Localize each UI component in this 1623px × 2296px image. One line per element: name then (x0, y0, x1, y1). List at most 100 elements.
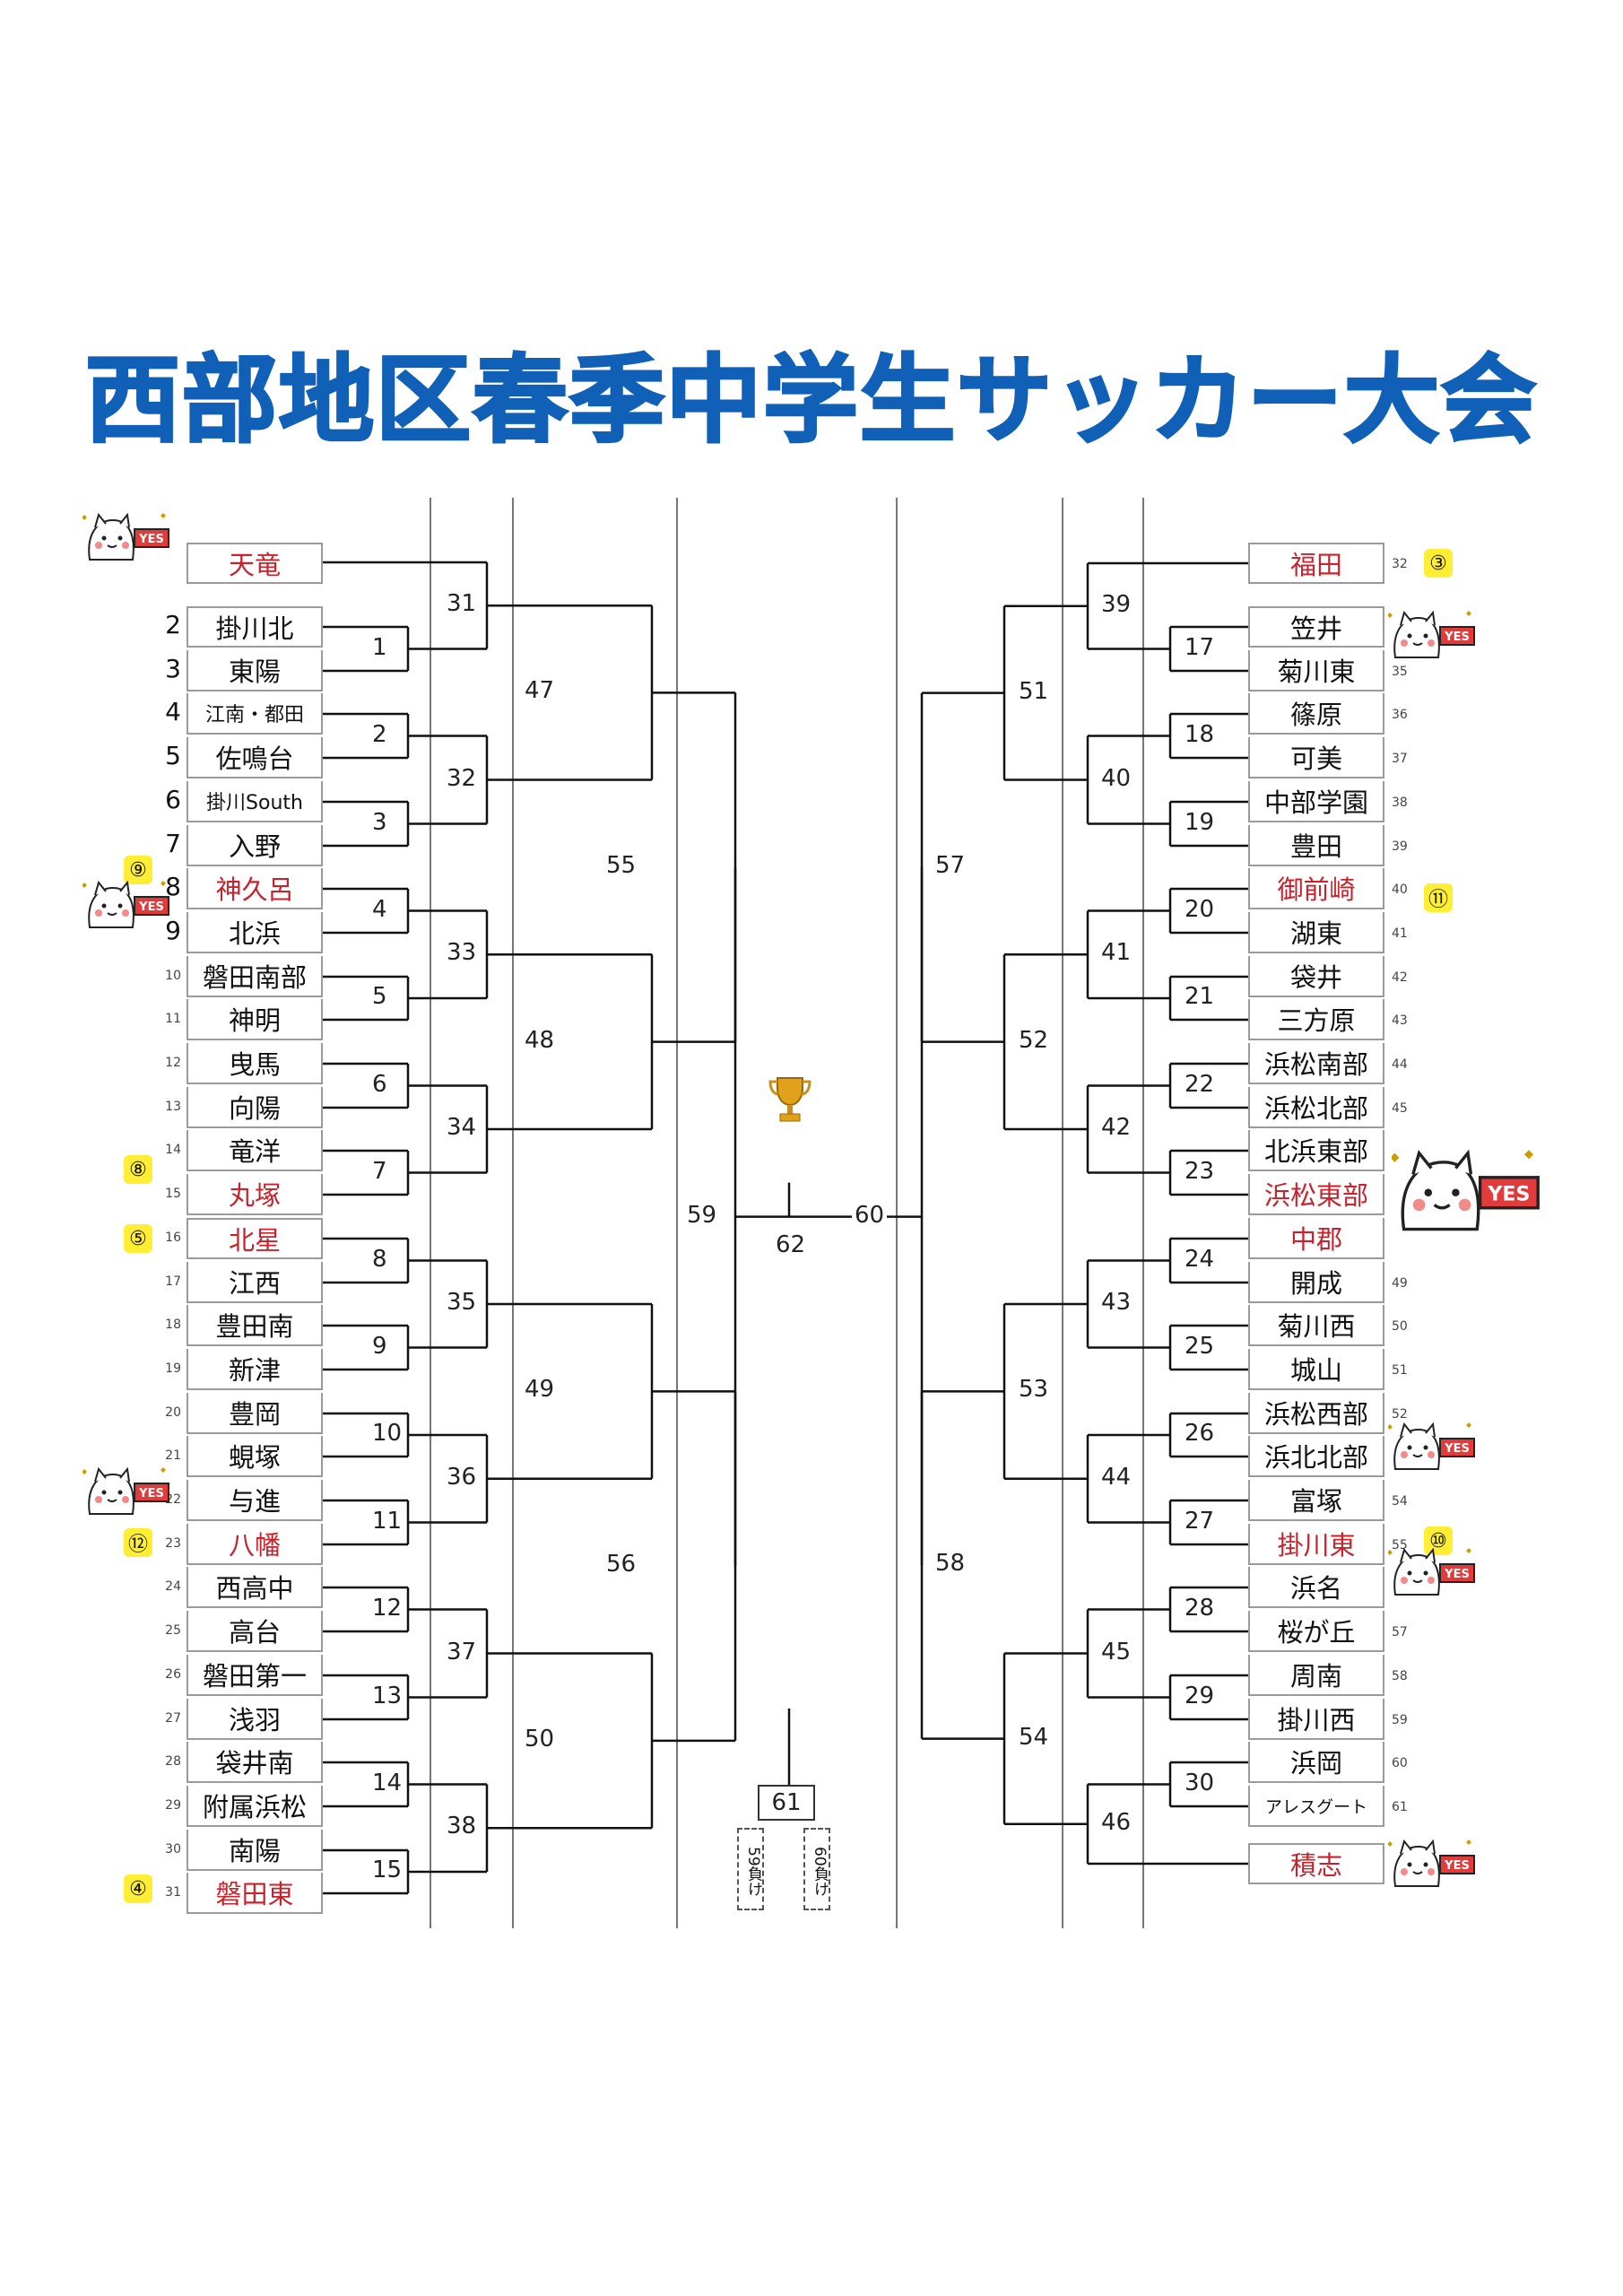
seed-number: 13 (149, 1100, 181, 1114)
team-box: アレスグート (1248, 1786, 1384, 1827)
match-number: 18 (1182, 721, 1217, 748)
match-number: 50 (522, 1726, 557, 1752)
team-box: 菊川東 (1248, 650, 1384, 691)
seed-number: 19 (149, 1361, 181, 1376)
match-number: 35 (444, 1289, 479, 1316)
seed-number: 60 (1392, 1756, 1408, 1770)
match-number: 44 (1098, 1464, 1133, 1491)
match-number: 11 (369, 1508, 404, 1535)
match-number: 4 (369, 896, 390, 923)
team-box: 中郡 (1248, 1218, 1384, 1259)
match-number: 36 (444, 1464, 479, 1491)
match-number: 17 (1182, 634, 1217, 661)
svg-text:YES: YES (1444, 1859, 1470, 1873)
team-box: 浜名 (1248, 1567, 1384, 1608)
team-box: 掛川北 (187, 606, 323, 648)
team-box: 神明 (187, 999, 323, 1040)
team-box: 袋井南 (187, 1742, 323, 1783)
trophy-icon (767, 1074, 813, 1130)
team-box: 浜北北部 (1248, 1436, 1384, 1477)
team-box: 与進 (187, 1480, 323, 1521)
team-box: 江南・都田 (187, 693, 323, 735)
seed-number: 41 (1392, 926, 1408, 941)
match-number: 45 (1098, 1639, 1133, 1665)
svg-text:YES: YES (138, 900, 164, 914)
match-number: 19 (1182, 809, 1217, 836)
seed-number: 40 (1392, 883, 1408, 897)
team-box: 蜆塚 (187, 1436, 323, 1477)
team-box: 豊岡 (187, 1393, 323, 1434)
team-box: 磐田東 (187, 1873, 323, 1914)
team-box: 湖東 (1248, 912, 1384, 953)
match-number: 24 (1182, 1246, 1217, 1273)
match-number: 56 (603, 1551, 638, 1578)
cat-yes-icon: YES (82, 508, 172, 574)
seed-number: 11 (149, 1012, 181, 1026)
team-box: 天竜 (187, 543, 323, 584)
semi-left-number: 59 (684, 1202, 719, 1229)
seed-number: 45 (1392, 1101, 1408, 1116)
team-box: 富塚 (1248, 1480, 1384, 1521)
team-box: 竜洋 (187, 1130, 323, 1171)
team-box: 積志 (1248, 1843, 1384, 1884)
team-box: 向陽 (187, 1087, 323, 1128)
seed-number: 23 (149, 1536, 181, 1551)
team-box: 附属浜松 (187, 1786, 323, 1827)
seed-highlight-badge: ④ (124, 1874, 152, 1903)
team-box: 東陽 (187, 650, 323, 691)
team-box: 篠原 (1248, 693, 1384, 735)
match-number: 52 (1016, 1027, 1051, 1054)
match-number: 53 (1016, 1376, 1051, 1403)
team-box: 浜松南部 (1248, 1043, 1384, 1084)
team-box: 江西 (187, 1262, 323, 1303)
cat-yes-icon: YES (1388, 1417, 1478, 1483)
team-box: 浜松東部 (1248, 1174, 1384, 1215)
match-number: 37 (444, 1639, 479, 1665)
seed-number: 43 (1392, 1013, 1408, 1028)
seed-highlight-badge: ⑧ (124, 1155, 152, 1184)
seed-number: 31 (149, 1885, 181, 1900)
team-box: 御前崎 (1248, 868, 1384, 909)
team-box: 丸塚 (187, 1174, 323, 1215)
cat-yes-icon: YES (1388, 605, 1478, 672)
match-number: 2 (369, 721, 390, 748)
seed-number: 29 (149, 1798, 181, 1813)
svg-text:YES: YES (1444, 1568, 1470, 1581)
match-number: 31 (444, 590, 479, 617)
match-number: 58 (933, 1550, 968, 1577)
match-number: 7 (369, 1158, 390, 1185)
match-number: 21 (1182, 983, 1217, 1010)
team-box: 豊田南 (187, 1305, 323, 1346)
match-number: 27 (1182, 1508, 1217, 1535)
team-box: 神久呂 (187, 868, 323, 909)
team-box: 磐田第一 (187, 1655, 323, 1696)
match-number: 41 (1098, 939, 1133, 966)
cat-yes-icon: YES (1392, 1141, 1544, 1251)
match-number: 9 (369, 1333, 390, 1360)
match-number: 33 (444, 939, 479, 966)
svg-text:YES: YES (1487, 1182, 1530, 1205)
seed-number: 37 (1392, 752, 1408, 766)
svg-text:YES: YES (1444, 1442, 1470, 1456)
seed-number: 12 (149, 1056, 181, 1070)
seed-highlight-badge: ⑪ (1424, 883, 1453, 912)
seed-number: 27 (149, 1711, 181, 1726)
seed-number: 6 (149, 785, 181, 814)
team-box: 北浜東部 (1248, 1130, 1384, 1171)
team-box: 袋井 (1248, 956, 1384, 997)
match-number: 12 (369, 1595, 404, 1622)
match-number: 30 (1182, 1770, 1217, 1796)
cat-yes-icon: YES (1388, 1543, 1478, 1609)
seed-number: 26 (149, 1667, 181, 1682)
seed-number: 36 (1392, 708, 1408, 722)
team-box: 西高中 (187, 1567, 323, 1608)
seed-number: 30 (149, 1842, 181, 1857)
loser-left-box: 59負け (737, 1828, 764, 1910)
team-box: 菊川西 (1248, 1305, 1384, 1346)
svg-text:YES: YES (138, 1487, 164, 1500)
match-number: 54 (1016, 1724, 1051, 1751)
team-box: 福田 (1248, 543, 1384, 584)
seed-number: 54 (1392, 1494, 1408, 1509)
team-box: 可美 (1248, 737, 1384, 778)
match-number: 57 (933, 852, 968, 879)
